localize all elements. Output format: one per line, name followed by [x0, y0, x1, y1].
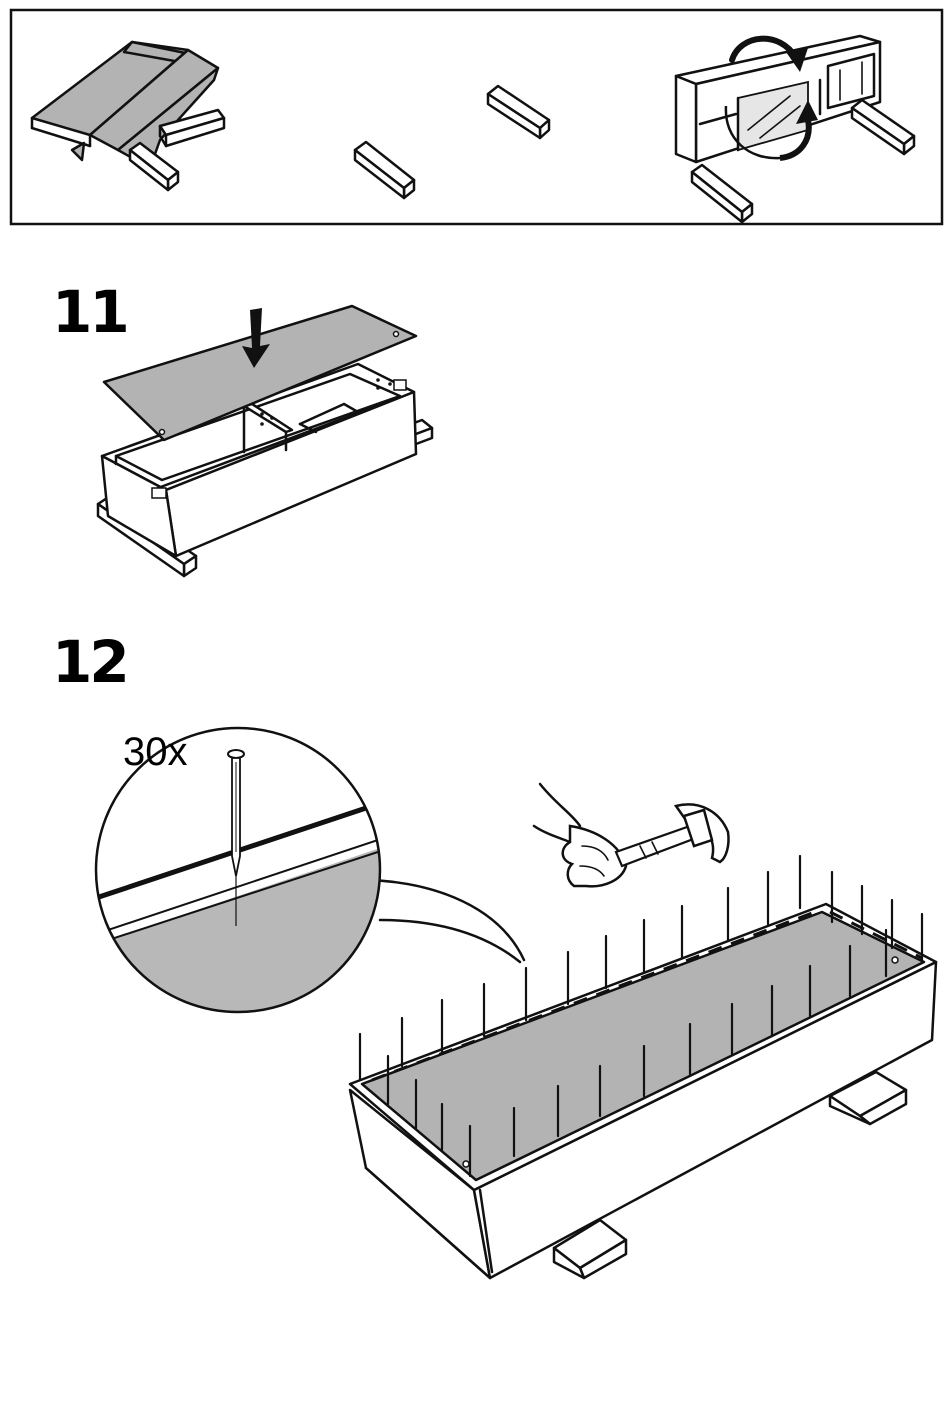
step-11: 11 — [52, 278, 432, 576]
step-number: 11 — [52, 278, 127, 346]
step-12: 12 30x — [52, 628, 936, 1278]
previous-step-panel — [11, 10, 942, 224]
nail-quantity: 30x — [123, 730, 188, 774]
step-number: 12 — [52, 628, 127, 696]
hammer-icon — [534, 784, 729, 886]
detail-magnifier: 30x — [90, 720, 524, 1020]
